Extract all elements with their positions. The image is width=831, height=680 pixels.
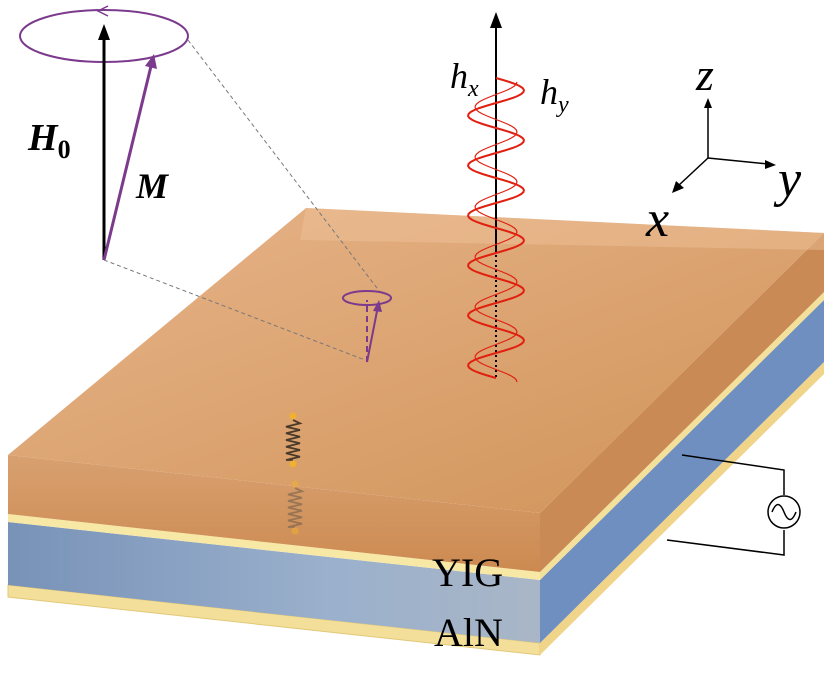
yig-top-highlight: [300, 208, 824, 250]
aln-label: AlN: [434, 610, 503, 655]
yig-layer-top: [8, 208, 824, 513]
yig-label: YIG: [432, 550, 503, 595]
local-precession: [342, 290, 392, 363]
aln-layer-side: [540, 300, 824, 643]
hy-label: hy: [540, 72, 569, 118]
rf-field: [467, 12, 525, 383]
h0-label: H0: [27, 117, 71, 164]
m-label: M: [135, 166, 170, 206]
axis-y-label: y: [773, 151, 802, 208]
axis-x-label: x: [645, 191, 669, 248]
ac-source-circuit: [666, 454, 801, 556]
middle-electrode-side: [540, 292, 824, 580]
projection-line: [187, 39, 381, 293]
coordinate-axes: [672, 98, 776, 193]
projection-line: [103, 259, 366, 361]
axis-z-label: z: [695, 49, 714, 100]
layer-stack: [7, 208, 824, 656]
hy-wave: [474, 81, 518, 383]
labels: H0 M hx hy z y x YIG AlN: [27, 49, 802, 655]
hx-label: hx: [450, 56, 479, 102]
spring-icon: [285, 412, 303, 468]
hx-wave: [467, 77, 525, 379]
yig-layer-front: [8, 455, 540, 572]
aln-layer-front: [8, 522, 540, 643]
precession-diagram: [19, 5, 381, 361]
middle-electrode: [8, 514, 540, 580]
orbit-direction-arrow: [96, 5, 109, 17]
bottom-electrode-side: [540, 362, 824, 655]
m-arrow: [102, 61, 154, 261]
spring-icon-lower: [287, 480, 305, 535]
yig-layer-side: [540, 233, 824, 572]
